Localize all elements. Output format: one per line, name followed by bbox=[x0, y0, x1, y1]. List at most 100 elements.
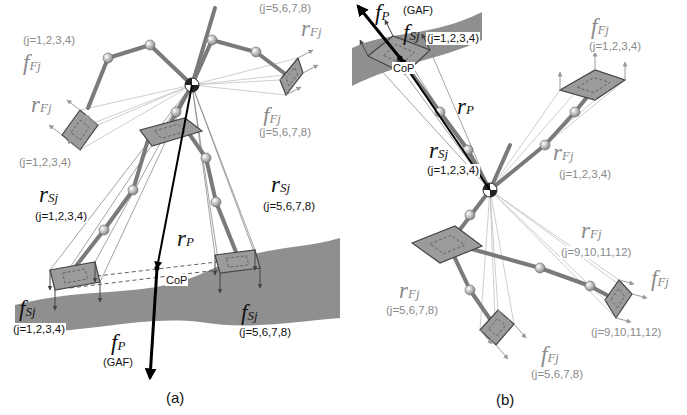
joint-sphere bbox=[207, 35, 217, 45]
vector-symbol: fP bbox=[374, 0, 390, 25]
index-label: (j=9,10,11,12) bbox=[560, 246, 632, 259]
robot-link bbox=[76, 140, 148, 266]
force-arrow bbox=[595, 52, 596, 70]
joint-sphere bbox=[465, 285, 475, 295]
position-vector bbox=[192, 85, 220, 273]
index-label: (j=1,2,3,4) bbox=[34, 210, 88, 223]
joint-sphere bbox=[540, 140, 550, 150]
force-arrow bbox=[67, 100, 80, 110]
index-label: (GAF) bbox=[102, 356, 134, 368]
index-label: (j=1,2,3,4) bbox=[22, 34, 76, 47]
index-label: (j=5,6,7,8) bbox=[530, 368, 584, 381]
vector-symbol: fFj bbox=[262, 103, 282, 128]
position-vector bbox=[192, 85, 260, 268]
index-label: (j=5,6,7,8) bbox=[258, 2, 312, 15]
robot-link bbox=[88, 45, 192, 108]
vector-symbol: rFj bbox=[398, 278, 421, 303]
contact-plate bbox=[480, 310, 514, 345]
vector-symbol: rSj bbox=[270, 172, 291, 197]
position-vector bbox=[490, 80, 625, 190]
force-arrow bbox=[625, 62, 626, 80]
force-arrow bbox=[298, 50, 313, 58]
force-arrow bbox=[50, 270, 51, 290]
joint-sphere bbox=[171, 107, 181, 117]
force-arrow bbox=[280, 72, 295, 80]
vector-symbol: fFj bbox=[22, 50, 42, 75]
position-vector bbox=[100, 85, 192, 282]
contact-plate bbox=[605, 280, 632, 318]
force-arrow bbox=[632, 294, 647, 298]
joint-sphere bbox=[103, 53, 113, 63]
force-arrow bbox=[303, 65, 318, 73]
position-vector bbox=[490, 190, 619, 280]
com-symbol bbox=[192, 85, 199, 92]
vector-symbol: fSj bbox=[402, 20, 421, 45]
index-label: (GAF) bbox=[402, 4, 434, 16]
force-arrow bbox=[55, 290, 56, 310]
plate-inner bbox=[63, 269, 88, 283]
position-vector bbox=[490, 190, 632, 294]
contact-plate bbox=[62, 110, 98, 150]
vector-symbol: rFj bbox=[30, 92, 53, 117]
panel-label: (a) bbox=[165, 390, 185, 407]
plate-inner bbox=[430, 235, 465, 254]
gaf-arrow bbox=[150, 268, 157, 378]
vector-symbol: rFj bbox=[552, 140, 575, 165]
force-arrow bbox=[85, 115, 98, 125]
force-arrow bbox=[67, 140, 80, 150]
position-vector bbox=[50, 85, 192, 270]
force-arrow bbox=[595, 82, 596, 100]
vector-symbol: rP bbox=[176, 226, 195, 251]
contact-plate bbox=[560, 70, 625, 100]
position-vector bbox=[80, 85, 192, 150]
plate-inner bbox=[489, 319, 506, 337]
panel-label: (b) bbox=[495, 392, 515, 409]
force-arrow bbox=[619, 280, 634, 284]
plate-inner bbox=[578, 78, 611, 93]
vector-symbol: fP bbox=[110, 330, 126, 355]
force-arrow bbox=[560, 72, 561, 90]
position-vector bbox=[490, 190, 605, 300]
joint-sphere bbox=[201, 153, 211, 163]
vector-symbol: fFj bbox=[650, 266, 670, 291]
com-symbol bbox=[490, 190, 497, 197]
force-arrow bbox=[286, 87, 301, 95]
plate-inner bbox=[286, 67, 298, 86]
joint-sphere bbox=[145, 40, 155, 50]
force-arrow bbox=[49, 125, 62, 135]
contact-plate bbox=[280, 58, 303, 95]
force-arrow bbox=[260, 268, 261, 288]
force-arrow bbox=[255, 250, 256, 270]
position-vector bbox=[192, 85, 286, 95]
vector-symbol: fSj bbox=[240, 300, 259, 325]
joint-sphere bbox=[251, 47, 261, 57]
vector-symbol: rP bbox=[456, 94, 475, 119]
position-vector bbox=[192, 80, 280, 85]
index-label: (j=1,2,3,4) bbox=[426, 32, 480, 45]
vector-symbol: fSj bbox=[18, 296, 37, 321]
vector-symbol: fFj bbox=[590, 14, 610, 39]
force-arrow bbox=[95, 262, 96, 282]
robot-link bbox=[188, 132, 236, 252]
position-vector bbox=[368, 56, 490, 190]
cop-point bbox=[155, 266, 160, 271]
index-label: (j=1,2,3,4) bbox=[12, 323, 66, 336]
plate-inner bbox=[611, 289, 625, 308]
joint-sphere bbox=[570, 107, 580, 117]
vector-symbol: rFj bbox=[580, 218, 603, 243]
joint-sphere bbox=[585, 281, 595, 291]
vector-symbol: rSj bbox=[428, 138, 449, 163]
cop-point bbox=[398, 56, 403, 61]
contact-plate bbox=[412, 226, 482, 263]
joint-sphere bbox=[99, 225, 109, 235]
force-arrow bbox=[496, 345, 508, 359]
contact-plate bbox=[215, 250, 260, 273]
contact-plate bbox=[50, 262, 100, 290]
force-arrow bbox=[100, 282, 101, 302]
position-vector bbox=[55, 85, 192, 290]
robot-link bbox=[452, 252, 492, 322]
plate-inner bbox=[71, 120, 89, 140]
index-label: (j=1,2,3,4) bbox=[588, 40, 642, 53]
vector-symbol: rFj bbox=[300, 16, 323, 41]
